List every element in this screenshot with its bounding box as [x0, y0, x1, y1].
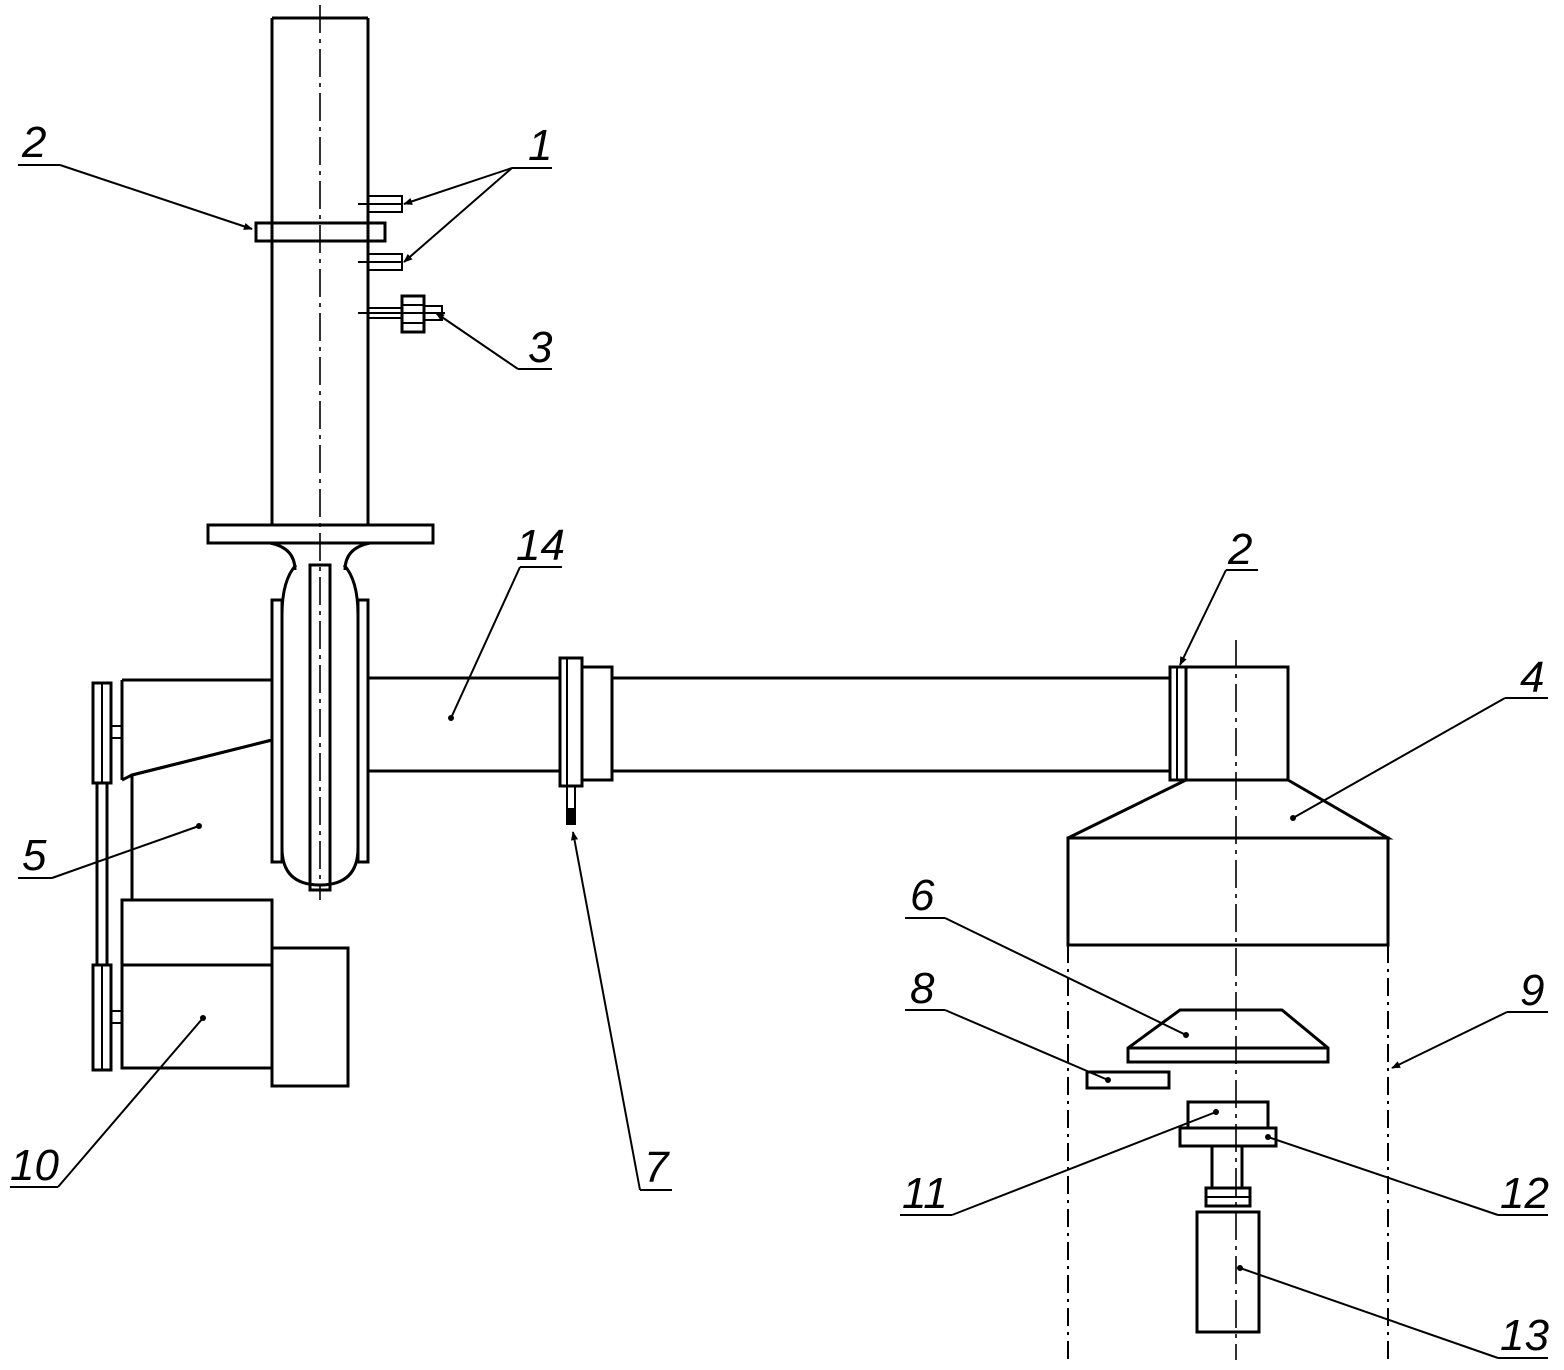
deflector	[1126, 1008, 1330, 1064]
flange-fillet-left	[269, 541, 297, 571]
hood	[1066, 640, 1394, 1360]
nozzle	[358, 294, 445, 334]
label-1: 1	[528, 121, 552, 170]
label-14: 14	[516, 521, 565, 570]
motor	[120, 678, 274, 902]
plate	[1085, 1070, 1171, 1090]
leaders	[10, 164, 1548, 1359]
holder-base	[1178, 1126, 1278, 1148]
probe-tip	[567, 808, 575, 824]
rotation-motor	[1195, 1210, 1261, 1334]
label-13: 13	[1500, 1311, 1549, 1360]
label-2-upper: 2	[21, 118, 46, 167]
flange-fillet-right	[343, 541, 371, 571]
label-11: 11	[902, 1169, 948, 1218]
mounting-flange	[206, 523, 435, 545]
label-2-right: 2	[1227, 525, 1252, 574]
label-4: 4	[1520, 653, 1544, 702]
label-8: 8	[910, 964, 935, 1013]
duct-coupling	[558, 656, 614, 788]
label-7: 7	[644, 1143, 670, 1192]
link-rod	[131, 738, 273, 777]
spindle	[1204, 1144, 1252, 1208]
label-5: 5	[22, 831, 47, 880]
label-9: 9	[1520, 966, 1544, 1015]
sensor-lower	[358, 253, 403, 271]
sensor-upper	[358, 195, 403, 213]
duct	[368, 676, 1170, 773]
drive-unit	[120, 898, 350, 1088]
label-10: 10	[10, 1141, 59, 1190]
pipe-flange-upper	[254, 221, 387, 243]
labels: 1 2 3 14 2 4 5 6 8 9 7 10 11 12 13	[10, 118, 1549, 1360]
sample-holder	[1186, 1100, 1270, 1130]
vertical-pipe	[270, 5, 370, 900]
label-3: 3	[528, 323, 553, 372]
belt-drive	[91, 681, 123, 1072]
label-12: 12	[1500, 1169, 1549, 1218]
label-6: 6	[910, 871, 935, 920]
